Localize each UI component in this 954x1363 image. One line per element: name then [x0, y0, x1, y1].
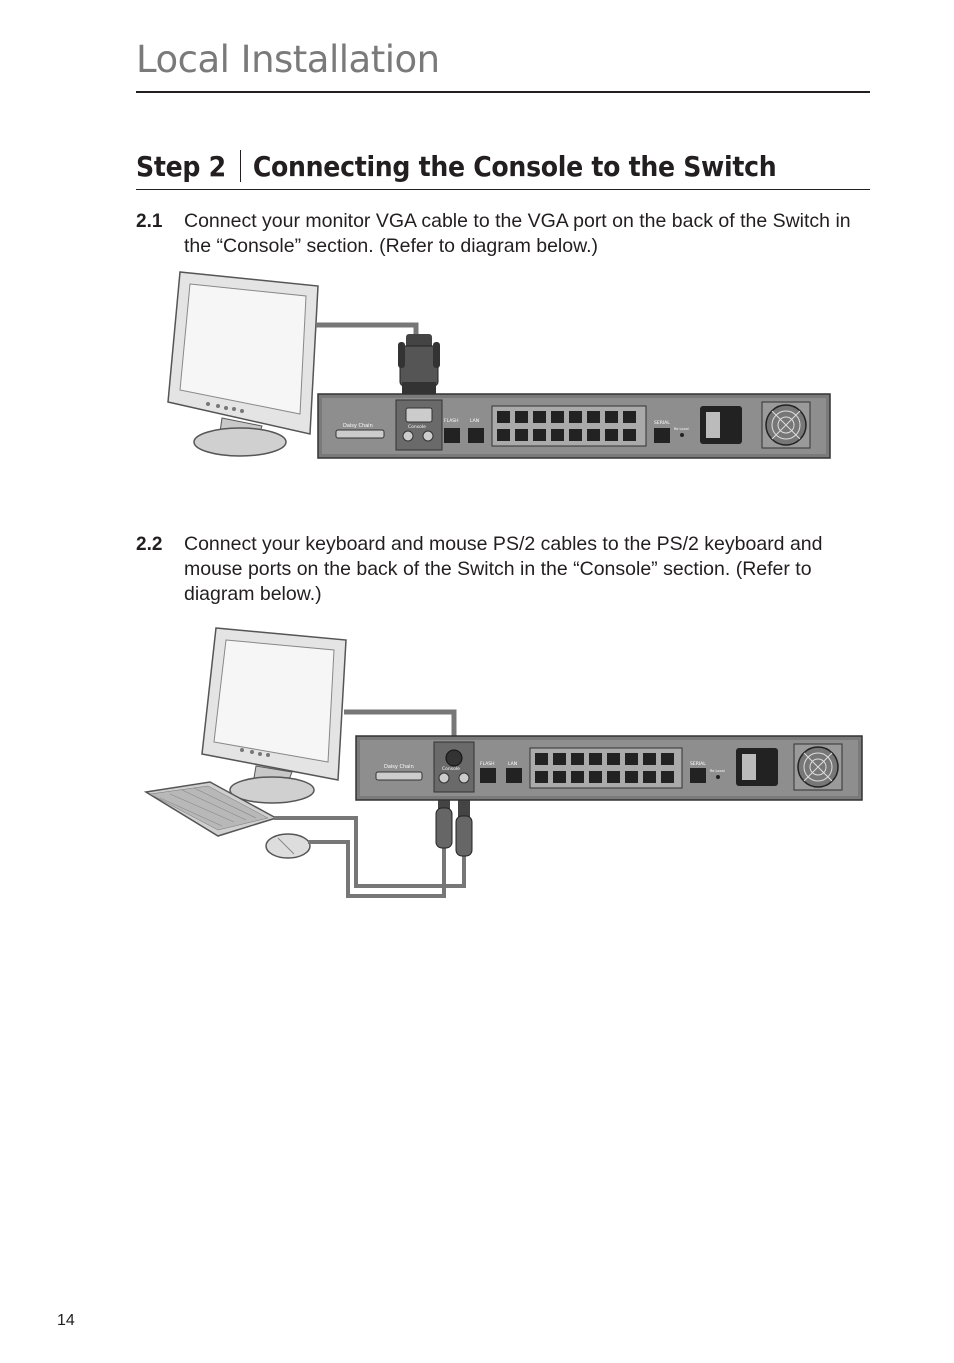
step-title: Connecting the Console to the Switch [252, 150, 777, 183]
vga-connector-illustration [398, 334, 440, 402]
switch-rear-panel: Daisy Chain Console FLASH LAN SERIAL Re … [317, 393, 831, 459]
ps2-connection-diagram: Daisy Chain Console FLASH LAN SERIAL Re … [143, 627, 863, 898]
re-local-label: Re Local [674, 427, 689, 431]
daisy-chain-label: Daisy Chain [343, 423, 373, 429]
serial-label: SERIAL [654, 420, 670, 426]
mouse-illustration [265, 833, 311, 859]
switch-rear-panel: Daisy Chain Console FLASH LAN SERIAL Re … [355, 735, 863, 801]
serial-label: SERIAL [690, 761, 706, 767]
flash-label: FLASH [480, 761, 495, 767]
re-local-label: Re Local [710, 769, 725, 773]
instruction-number: 2.1 [136, 211, 163, 232]
console-label: Console [442, 766, 460, 772]
step-label: Step 2 [136, 150, 226, 183]
console-label: Console [408, 424, 426, 430]
monitor-illustration [167, 271, 319, 457]
instruction-text: Connect your keyboard and mouse PS/2 cab… [184, 533, 823, 605]
flash-label: FLASH [444, 418, 459, 424]
section-title: Local Installation [136, 38, 440, 81]
lan-label: LAN [470, 418, 479, 424]
step-heading: Step 2 Connecting the Console to the Swit… [136, 150, 777, 183]
daisy-chain-label: Daisy Chain [384, 764, 414, 770]
heading-separator [239, 150, 241, 182]
instruction-number: 2.2 [136, 534, 163, 555]
step-rule [136, 189, 870, 190]
header-rule [136, 91, 870, 93]
monitor-illustration [201, 627, 347, 804]
page-number: 14 [57, 1312, 75, 1329]
lan-label: LAN [508, 761, 517, 767]
instruction-text: Connect your monitor VGA cable to the VG… [184, 210, 851, 257]
vga-connection-diagram: Daisy Chain Console FLASH LAN SERIAL Re … [167, 271, 831, 459]
